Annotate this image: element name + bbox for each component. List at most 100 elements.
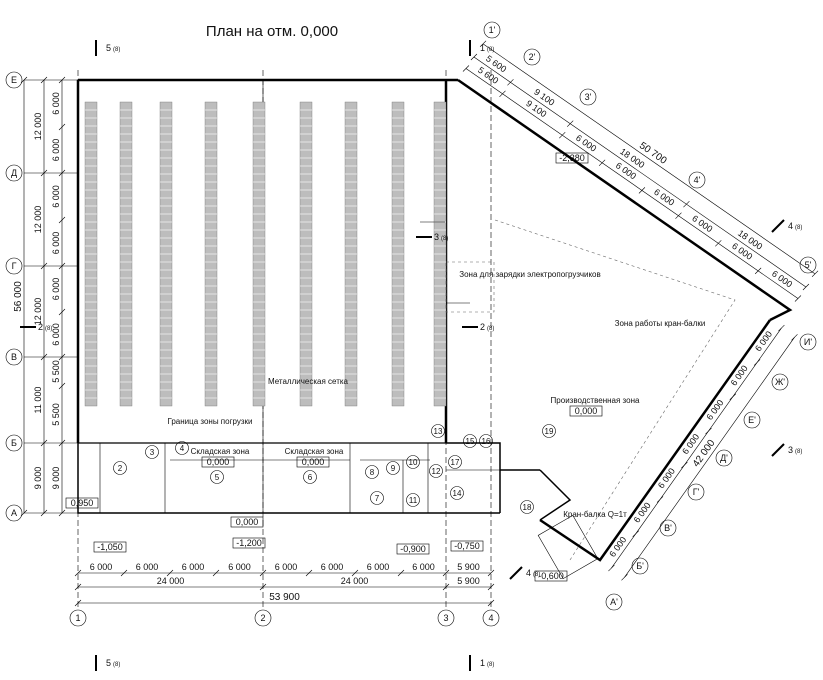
svg-text:1: 1 <box>480 43 485 53</box>
rack-row <box>204 101 218 407</box>
room-number: 2 <box>113 461 127 475</box>
svg-text:4: 4 <box>488 613 493 623</box>
dimension-label: 12 000 <box>33 206 43 234</box>
svg-text:19: 19 <box>545 427 554 436</box>
elevation-mark: -1,200 <box>232 537 266 549</box>
axis-bubble-bottom: 1 <box>69 609 87 627</box>
svg-text:7: 7 <box>375 494 380 503</box>
metal-mesh-label: Металлическая сетка <box>268 377 349 386</box>
svg-text:В': В' <box>664 523 672 533</box>
room-number: 7 <box>370 491 384 505</box>
charging-zone-label: Зона для зарядки электропогрузчиков <box>459 270 601 279</box>
svg-text:0,000: 0,000 <box>236 517 259 527</box>
axis-bubble-diag: Е' <box>743 411 761 429</box>
elevation-mark: -0,900 <box>396 543 430 555</box>
axis-bubble-diag: Г' <box>687 483 705 501</box>
section-markers: 5(8)1(8)2(8)3(8)4(8)5(8)1(8)4(8)2(8)3(8) <box>20 40 802 671</box>
rack-row <box>252 101 266 407</box>
axis-bubble-diag: А' <box>605 593 623 611</box>
axis-bubble-diag: 3' <box>579 88 597 106</box>
storage-racks <box>84 101 447 407</box>
dimension-label: 6 000 <box>228 562 251 572</box>
section-marker: 2(8) <box>20 322 52 332</box>
svg-text:1: 1 <box>480 658 485 668</box>
svg-text:-0,600: -0,600 <box>538 571 564 581</box>
dimension-label: 24 000 <box>157 576 185 586</box>
svg-text:1: 1 <box>75 613 80 623</box>
dimension-label: 6 000 <box>412 562 435 572</box>
dimension-label: 5 500 <box>51 403 61 426</box>
svg-text:(8): (8) <box>795 449 802 455</box>
section-marker: 5(8) <box>95 655 120 671</box>
svg-text:2: 2 <box>480 322 485 332</box>
svg-text:5: 5 <box>106 658 111 668</box>
room-number: 11 <box>406 493 420 507</box>
storage-zone-2-label: Складская зона <box>285 447 344 456</box>
rack-row <box>433 101 447 407</box>
dimension-label: 6 000 <box>182 562 205 572</box>
section-marker: 1(8) <box>469 40 494 56</box>
svg-text:5: 5 <box>106 43 111 53</box>
dimension-label: 24 000 <box>341 576 369 586</box>
svg-text:6: 6 <box>308 473 313 482</box>
svg-text:-1,050: -1,050 <box>97 542 123 552</box>
plan-title: План на отм. 0,000 <box>206 23 338 40</box>
svg-text:8: 8 <box>370 468 375 477</box>
axis-bubble-bottom: 3 <box>437 609 455 627</box>
svg-text:4: 4 <box>526 568 531 578</box>
axis-bubble-left: А <box>5 504 23 522</box>
svg-text:10: 10 <box>409 458 418 467</box>
elevation-mark: 0,000 <box>201 456 235 468</box>
svg-text:Д': Д' <box>720 453 728 463</box>
svg-text:(8): (8) <box>487 662 494 668</box>
section-marker: 4(8) <box>509 566 540 580</box>
room-number: 13 <box>431 424 445 438</box>
svg-text:Е': Е' <box>748 415 756 425</box>
svg-text:И': И' <box>804 337 812 347</box>
axis-bubble-diag: И' <box>799 333 817 351</box>
dimension-label: 6 000 <box>51 139 61 162</box>
svg-text:15: 15 <box>466 437 475 446</box>
svg-text:4: 4 <box>180 444 185 453</box>
elevation-mark: -0,750 <box>450 540 484 552</box>
dimension-label: 12 000 <box>33 113 43 141</box>
section-marker: 1(8) <box>469 655 494 671</box>
rack-row <box>119 101 133 407</box>
room-number: 18 <box>520 500 534 514</box>
svg-text:0,000: 0,000 <box>207 457 230 467</box>
room-number: 15 <box>463 434 477 448</box>
svg-text:2: 2 <box>38 322 43 332</box>
svg-text:(8): (8) <box>45 326 52 332</box>
svg-text:13: 13 <box>434 427 443 436</box>
axis-bubble-diag: Б' <box>631 557 649 575</box>
svg-text:Ж': Ж' <box>775 377 785 387</box>
axis-bubble-diag: 2' <box>523 48 541 66</box>
axis-bubble-bottom: 2 <box>254 609 272 627</box>
dimension-label: 6 000 <box>275 562 298 572</box>
room-number: 10 <box>406 455 420 469</box>
axis-bubble-left: Д <box>5 164 23 182</box>
crane-zone <box>420 219 736 580</box>
dimension-label: 5 900 <box>457 562 480 572</box>
svg-text:(8): (8) <box>113 47 120 53</box>
svg-text:Б': Б' <box>636 561 644 571</box>
dimension-label: 12 000 <box>33 298 43 326</box>
elevation-mark: 0,950 <box>65 497 99 509</box>
svg-text:Д: Д <box>11 168 17 178</box>
svg-text:(8): (8) <box>441 236 448 242</box>
crane-zone-label: Зона работы кран-балки <box>615 319 706 328</box>
crane-label: Кран-балка Q=1т <box>563 510 627 519</box>
svg-text:Г: Г <box>12 261 17 271</box>
svg-text:0,000: 0,000 <box>575 406 598 416</box>
dimension-label: 6 000 <box>51 185 61 208</box>
dimension-label: 6 000 <box>51 92 61 115</box>
axis-bubble-left: Е <box>5 71 23 89</box>
room-number: 14 <box>450 486 464 500</box>
dimension-label: 6 000 <box>690 213 714 234</box>
dimension-label: 6 000 <box>90 562 113 572</box>
svg-text:(8): (8) <box>487 326 494 332</box>
axis-bubble-diag: Ж' <box>771 373 789 391</box>
